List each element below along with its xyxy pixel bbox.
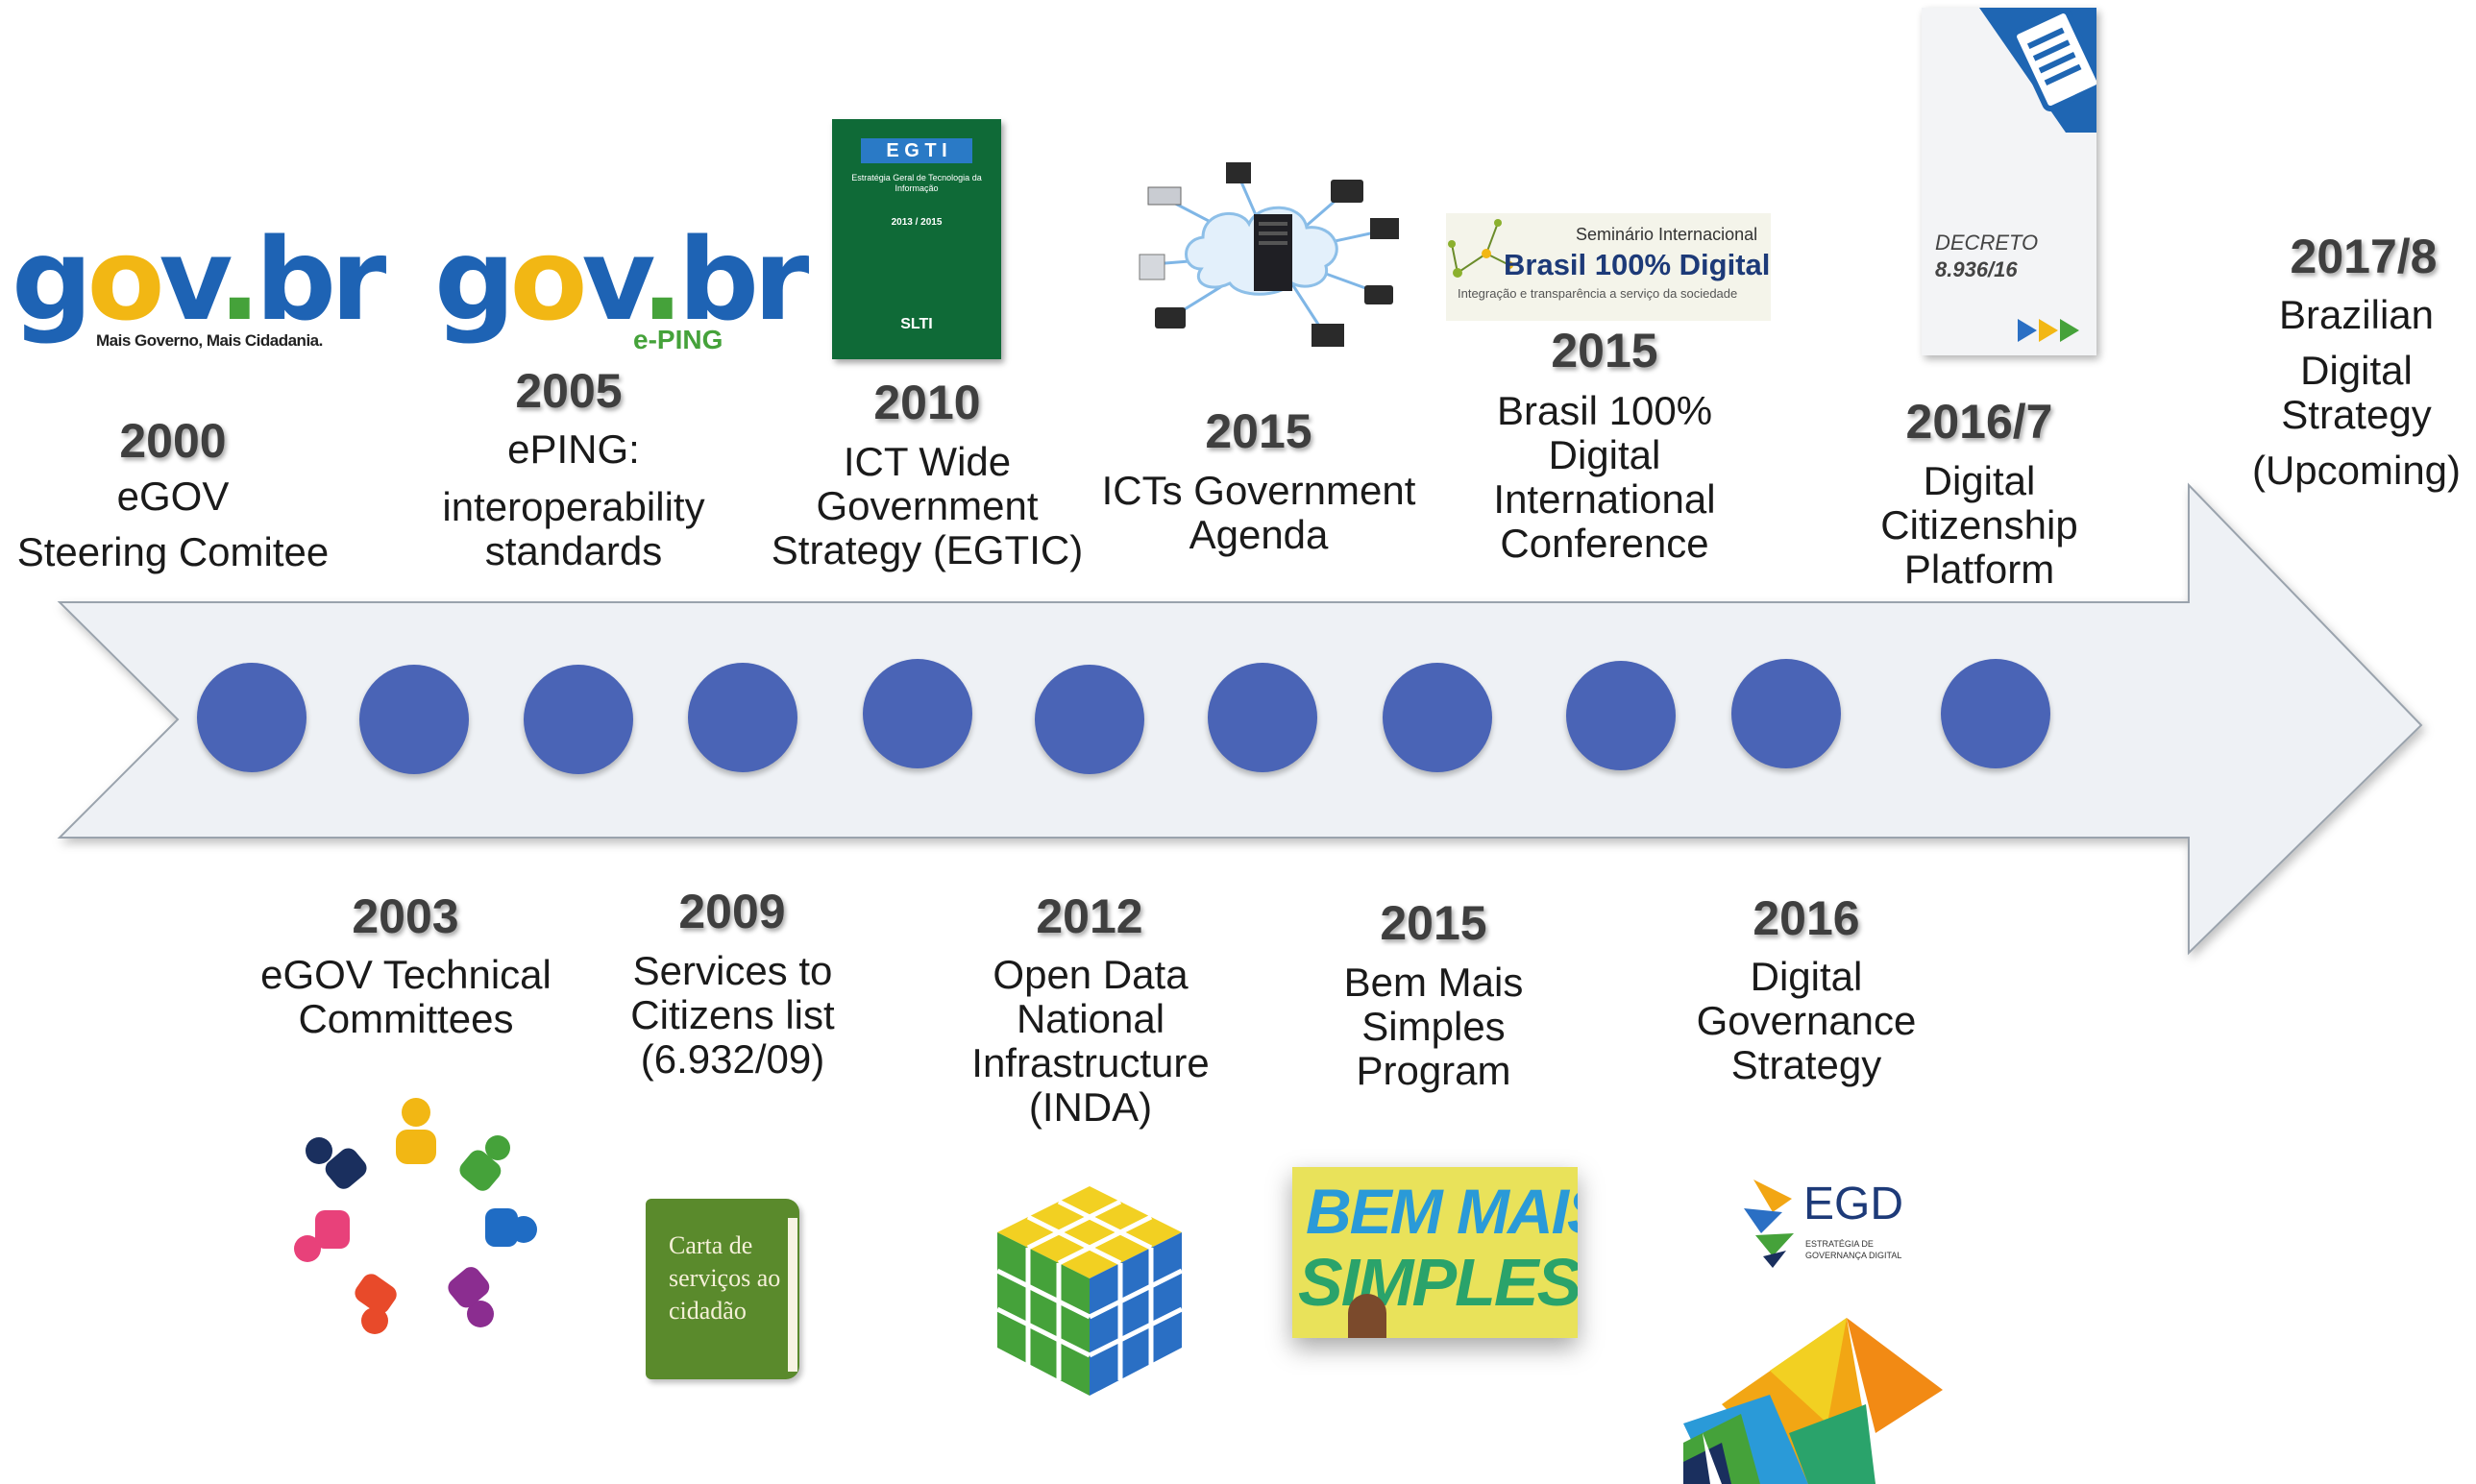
event-description: Brazilian Digital Strategy (Upcoming): [2251, 292, 2462, 493]
brasil100-main: Brasil 100% Digital: [1504, 248, 1771, 281]
egd-line1: ESTRATÉGIA DE: [1805, 1239, 1874, 1249]
event-year: 2005: [515, 364, 623, 418]
eping-label: e-PING: [633, 325, 723, 354]
govbr-wordmark: gov.br: [434, 213, 809, 346]
event-year: 2016: [1753, 891, 1860, 945]
event-year: 2017/8: [2290, 230, 2438, 283]
decree-document-icon: [1979, 8, 2096, 133]
carta-title: Carta de serviços ao cidadão: [669, 1231, 781, 1325]
play-arrows-icon: [2018, 319, 2079, 342]
decreto-label: DECRETO: [1935, 231, 2039, 255]
decreto-card: DECRETO 8.936/16: [1922, 8, 2096, 355]
event-description: Services to Citizens list (6.932/09): [630, 948, 835, 1082]
timeline-dot: [1035, 665, 1144, 774]
event-description: Brasil 100% Digital International Confer…: [1493, 388, 1716, 566]
timeline-dot: [1383, 663, 1492, 772]
egti-book-cover: E G T I Estratégia Geral de Tecnologia d…: [832, 119, 1001, 359]
egd-logo: EGD ESTRATÉGIA DE GOVERNANÇA DIGITAL: [1744, 1179, 1907, 1276]
event-description: Digital Citizenship Platform: [1880, 458, 2078, 592]
timeline-dot: [1208, 663, 1317, 772]
bem-mais-line2: SIMPLES: [1298, 1245, 1578, 1320]
event-description: ICT Wide Government Strategy (EGTIC): [771, 439, 1084, 572]
carta-servicos-book: Carta de serviços ao cidadão: [646, 1199, 799, 1379]
event-year: 2009: [678, 885, 786, 938]
event-description: Bem Mais Simples Program: [1343, 960, 1524, 1093]
speaker-figure: [1348, 1294, 1386, 1338]
event-description: ICTs Government Agenda: [1101, 468, 1416, 557]
event-description: eGOV Steering Comitee: [16, 474, 330, 574]
timeline-dot: [359, 665, 469, 774]
cloud-network-icon: [1139, 162, 1399, 347]
timeline-dot: [688, 663, 797, 772]
timeline-dot: [524, 665, 633, 774]
event-description: eGOV Technical Committees: [260, 952, 552, 1041]
egti-footer: SLTI: [900, 316, 933, 332]
event-description: Open Data National Infrastructure (INDA): [971, 952, 1210, 1130]
brasil100-banner: Seminário Internacional Brasil 100% Digi…: [1446, 213, 1771, 321]
event-year: 2015: [1380, 896, 1487, 950]
egd-acronym: EGD: [1803, 1179, 1904, 1229]
egd-mark-icon: [1744, 1180, 1794, 1268]
event-year: 2000: [119, 414, 227, 468]
event-description: Digital Governance Strategy: [1696, 954, 1917, 1087]
decreto-number: 8.936/16: [1935, 257, 2018, 281]
event-year: 2003: [352, 889, 459, 943]
bem-mais-line1: BEM MAIS: [1306, 1176, 1578, 1247]
timeline-dot: [197, 663, 306, 772]
timeline-dot: [1731, 659, 1841, 768]
bem-mais-simples-photo: BEM MAIS SIMPLES: [1292, 1167, 1578, 1338]
book-pages: [788, 1218, 797, 1372]
timeline-dot: [863, 659, 972, 768]
egd-triangles-art: [1683, 1318, 1943, 1484]
event-year: 2012: [1036, 889, 1143, 943]
govbr-tagline: Mais Governo, Mais Cidadania.: [96, 331, 323, 350]
egti-title: E G T I: [861, 138, 972, 163]
egd-line2: GOVERNANÇA DIGITAL: [1805, 1251, 1902, 1260]
event-description: ePING: interoperability standards: [442, 426, 705, 573]
event-year: 2015: [1205, 404, 1312, 458]
people-circle-icon: [294, 1098, 537, 1334]
timeline-dot: [1941, 659, 2050, 768]
event-year: 2010: [873, 376, 981, 429]
network-nodes-icon: [1448, 219, 1513, 278]
egti-subtitle: Estratégia Geral de Tecnologia da Inform…: [851, 173, 982, 193]
timeline-dot: [1566, 661, 1676, 770]
event-year: 2015: [1551, 324, 1658, 377]
eping-logo: gov.br e-PING: [434, 223, 809, 357]
govbr-wordmark: gov.br: [12, 213, 386, 346]
event-year: 2016/7: [1905, 395, 2053, 449]
brasil100-top: Seminário Internacional: [1576, 225, 1758, 244]
govbr-logo: gov.br Mais Governo, Mais Cidadania.: [12, 223, 386, 357]
egti-years: 2013 / 2015: [891, 217, 943, 228]
open-data-cube-icon: [997, 1186, 1182, 1396]
brasil100-tagline: Integração e transparência a serviço da …: [1458, 286, 1738, 301]
